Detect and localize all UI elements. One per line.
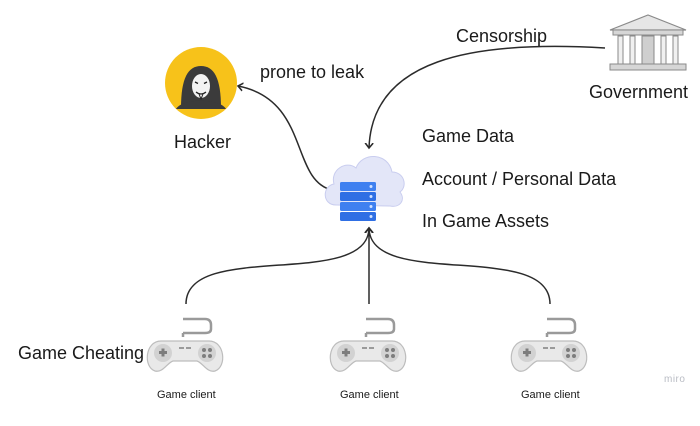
censorship-label: Censorship <box>456 26 548 46</box>
arrow-server-to-hacker <box>238 86 333 191</box>
game-client-label-3: Game client <box>521 389 580 401</box>
arrow-government-to-server <box>369 45 606 148</box>
government-label: Government <box>589 82 689 102</box>
hacker-label: Hacker <box>174 132 232 152</box>
game-cheating-label: Game Cheating <box>18 343 145 363</box>
arrow-client-3-to-server <box>369 228 551 305</box>
gamepad-icon-1 <box>146 317 224 373</box>
arrow-client-1-to-server <box>185 228 369 305</box>
game-client-label-2: Game client <box>340 389 399 401</box>
gamepad-icon-3 <box>510 317 588 373</box>
data-item-game-data: Game Data <box>422 126 515 146</box>
data-item-account-personal-data: Account / Personal Data <box>422 169 617 189</box>
miro-watermark: miro <box>664 374 686 385</box>
data-item-in-game-assets: In Game Assets <box>422 211 550 231</box>
game-client-label-1: Game client <box>157 389 216 401</box>
prone-to-leak-label: prone to leak <box>260 62 365 82</box>
gamepad-icon-2 <box>329 317 407 373</box>
